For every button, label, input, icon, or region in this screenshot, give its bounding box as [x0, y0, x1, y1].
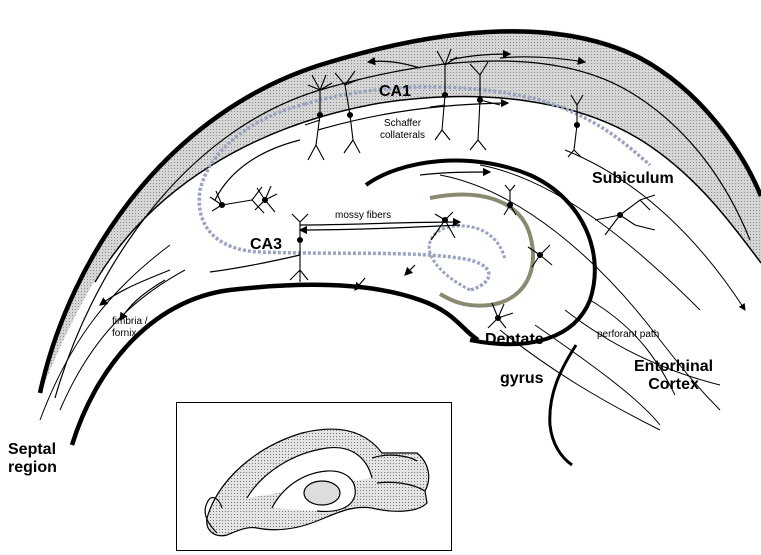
neuron [595, 195, 655, 235]
gyrus-label: gyrus [500, 371, 544, 387]
neuron [255, 186, 277, 212]
mossy-fibers-label: mossy fibers [335, 211, 391, 221]
granule-cell-layer [430, 195, 533, 306]
ca1-label: CA1 [379, 84, 411, 100]
dentate-label: Dentate [485, 332, 544, 348]
schaffer-label: Schaffer collaterals [380, 118, 425, 141]
neuron [290, 214, 308, 282]
ca3-label: CA3 [250, 237, 282, 253]
septal-label-line1: Septal [8, 441, 57, 459]
schaffer-label-line2: collaterals [380, 130, 425, 142]
inset-frame [176, 402, 452, 551]
entorhinal-cortex-label: Entorhinal Cortex [634, 358, 713, 393]
septal-region-label: Septal region [8, 441, 57, 476]
schaffer-label-line1: Schaffer [380, 118, 425, 130]
fimbria-label-line2: fornix [112, 328, 148, 340]
inset-hippocampus-sketch [177, 403, 451, 550]
hilus-loop [429, 226, 505, 290]
entorhinal-label-line2: Cortex [634, 376, 713, 394]
fimbria-label: fimbria / fornix [112, 316, 148, 339]
descending-boundary [550, 345, 576, 465]
subiculum-label: Subiculum [592, 171, 674, 187]
septal-label-line2: region [8, 459, 57, 477]
entorhinal-label-line1: Entorhinal [634, 358, 713, 376]
fimbria-label-line1: fimbria / [112, 316, 148, 328]
perforant-path-label: perforant path [597, 330, 659, 340]
